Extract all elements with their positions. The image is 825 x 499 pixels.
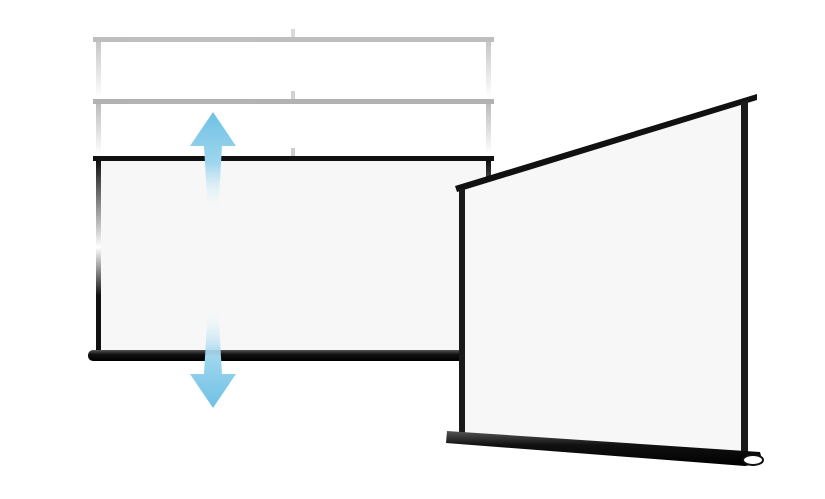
base-roller [446,431,763,466]
screen-surface [99,160,489,355]
down-arrow-icon [190,305,236,408]
right-side-post [741,100,748,454]
top-bar [455,94,757,192]
up-arrow-icon [190,112,236,215]
pull-up-screen-right [446,94,764,466]
top-bar [93,156,494,161]
pull-up-screen-left [88,29,494,408]
screen-surface [462,103,745,453]
ghost-top-bar-1 [93,29,494,97]
left-side-post [96,161,101,353]
left-side-post [459,188,465,440]
ghost-top-bar-2 [93,91,494,154]
roller-end-cap [742,454,764,466]
base-roller [88,350,472,361]
